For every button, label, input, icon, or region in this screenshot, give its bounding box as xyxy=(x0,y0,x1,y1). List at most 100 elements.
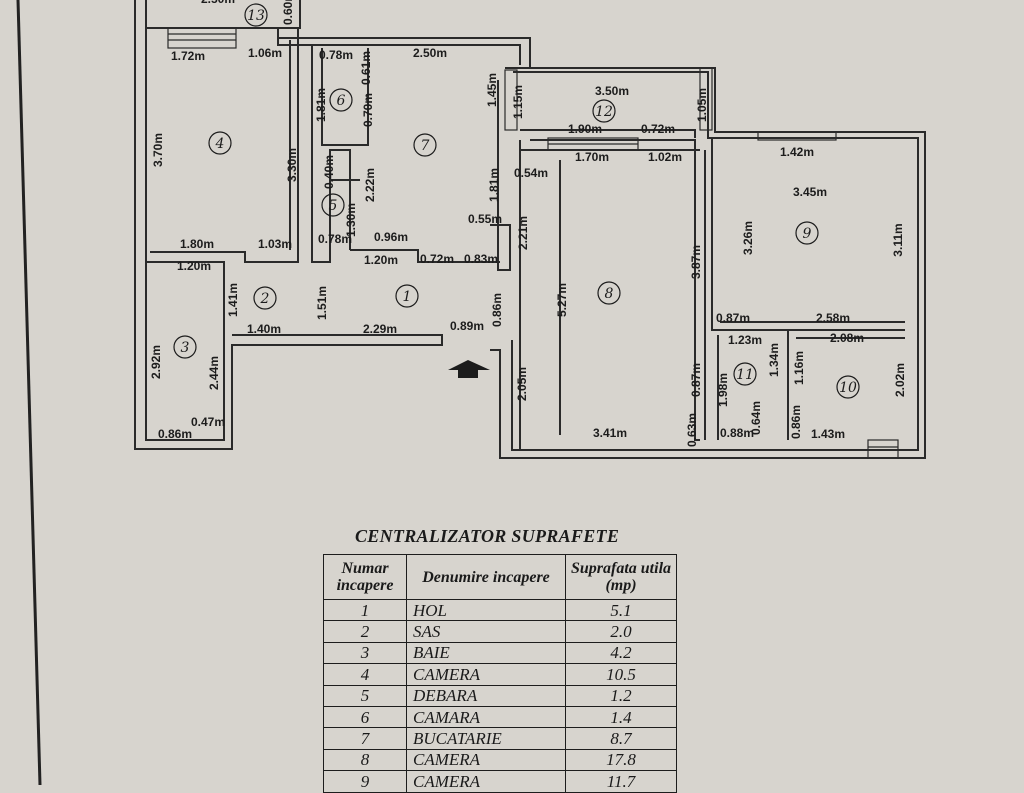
dimension-label: 1.20m xyxy=(364,253,398,267)
cell-number: 3 xyxy=(323,641,407,665)
dimension-label: 1.70m xyxy=(575,150,609,164)
cell-name: BUCATARIE xyxy=(406,727,566,750)
room-number-10: 10 xyxy=(836,375,860,399)
room-number-5: 5 xyxy=(321,193,345,217)
dimension-label: 3.41m xyxy=(593,426,627,440)
dimension-label: 0.60m xyxy=(281,0,295,25)
cell-area: 1.2 xyxy=(565,684,677,707)
dimension-label: 3.70m xyxy=(151,133,165,167)
dimension-label: 1.40m xyxy=(247,322,281,336)
cell-area: 11.7 xyxy=(565,770,677,793)
room-circle xyxy=(395,284,419,308)
room-number-text: 13 xyxy=(247,8,265,24)
dimension-label: 1.30m xyxy=(344,203,358,237)
dimension-label: 0.83m xyxy=(464,252,498,266)
room-number-text: 11 xyxy=(736,367,754,383)
room-number-11: 11 xyxy=(733,362,757,386)
cell-number: 9 xyxy=(323,770,407,793)
dimension-label: 1.02m xyxy=(648,150,682,164)
dimension-label: 2.29m xyxy=(363,322,397,336)
dimension-label: 0.55m xyxy=(468,212,502,226)
dimension-label: 0.86m xyxy=(490,293,504,327)
dimension-label: 1.05m xyxy=(695,88,709,122)
cell-number: 4 xyxy=(323,663,407,686)
dimension-label: 5.27m xyxy=(555,283,569,317)
cell-name: CAMERA xyxy=(406,748,566,772)
dimension-label: 2.58m xyxy=(816,311,850,325)
dimension-label: 0.87m xyxy=(689,363,703,397)
dimension-label: 0.78m xyxy=(319,48,353,62)
room-circle xyxy=(592,99,616,123)
dimension-label: 1.72m xyxy=(171,49,205,63)
dimension-label: 3.11m xyxy=(891,223,905,256)
cell-number: 7 xyxy=(323,727,407,750)
cell-area: 8.7 xyxy=(565,727,677,750)
room-number-text: 5 xyxy=(329,198,338,214)
dimension-label: 3.30m xyxy=(285,148,299,182)
room-number-text: 3 xyxy=(181,340,190,356)
cell-name: CAMARA xyxy=(406,705,566,729)
dimension-label: 1.06m xyxy=(248,46,282,60)
cell-name: HOL xyxy=(406,598,566,622)
dimension-label: 0.72m xyxy=(641,122,675,136)
dimension-label: 1.51m xyxy=(315,286,329,320)
dimension-label: 2.08m xyxy=(830,331,864,345)
room-circle xyxy=(795,221,819,245)
dimension-label: 2.05m xyxy=(515,367,529,401)
dimension-label: 1.16m xyxy=(792,351,806,385)
room-number-text: 9 xyxy=(803,226,812,242)
header-area: Suprafata utila (mp) xyxy=(565,554,677,600)
dimension-label: 1.43m xyxy=(811,427,845,441)
header-name: Denumire incapere xyxy=(406,554,566,600)
table-header-row: Numar incapere Denumire incapere Suprafa… xyxy=(323,554,677,600)
cell-number: 5 xyxy=(323,684,407,707)
cell-area: 2.0 xyxy=(565,620,677,643)
table-title: CENTRALIZATOR SUPRAFETE xyxy=(355,526,620,546)
room-circle xyxy=(413,133,437,157)
dimension-label: 0.78m xyxy=(318,232,352,246)
dimension-label: 1.90m xyxy=(568,122,602,136)
dimension-label: 3.87m xyxy=(689,245,703,279)
cell-number: 6 xyxy=(323,705,407,729)
dimension-label: 1.41m xyxy=(226,283,240,317)
dimension-label: 0.88m xyxy=(720,426,754,440)
entrance-arrow-icon xyxy=(448,360,490,378)
dimension-label: 2.02m xyxy=(893,363,907,397)
room-number-text: 4 xyxy=(215,136,225,152)
cell-area: 4.2 xyxy=(565,641,677,665)
dimension-label: 0.72m xyxy=(420,252,454,266)
header-number: Numar incapere xyxy=(323,554,407,600)
dimension-label: 0.63m xyxy=(685,413,699,447)
dimension-label: 0.40m xyxy=(322,155,336,189)
cell-name: SAS xyxy=(406,620,566,643)
dimension-label: 3.50m xyxy=(595,84,629,98)
room-circle xyxy=(173,335,197,359)
dimension-label: 1.23m xyxy=(728,333,762,347)
dimension-label: 0.70m xyxy=(361,93,375,127)
room-number-8: 8 xyxy=(597,281,621,305)
dimension-label: 1.03m xyxy=(258,237,292,251)
dimension-label: 2.92m xyxy=(149,345,163,379)
dimension-label: 1.20m xyxy=(177,259,211,273)
dimension-label: 1.98m xyxy=(716,373,730,407)
dimension-label: 3.26m xyxy=(741,221,755,255)
cell-name: BAIE xyxy=(406,641,566,665)
room-circle xyxy=(329,88,353,112)
room-number-text: 6 xyxy=(337,93,346,109)
room-number-text: 8 xyxy=(605,286,614,302)
dimension-label: 0.64m xyxy=(749,401,763,435)
room-number-2: 2 xyxy=(253,286,277,310)
room-number-3: 3 xyxy=(173,335,197,359)
room-number-text: 10 xyxy=(839,380,857,396)
dimension-label: 0.61m xyxy=(359,51,373,85)
room-circle xyxy=(733,362,757,386)
dimension-label: 0.86m xyxy=(789,405,803,439)
cell-area: 1.4 xyxy=(565,705,677,729)
cell-name: DEBARA xyxy=(406,684,566,707)
